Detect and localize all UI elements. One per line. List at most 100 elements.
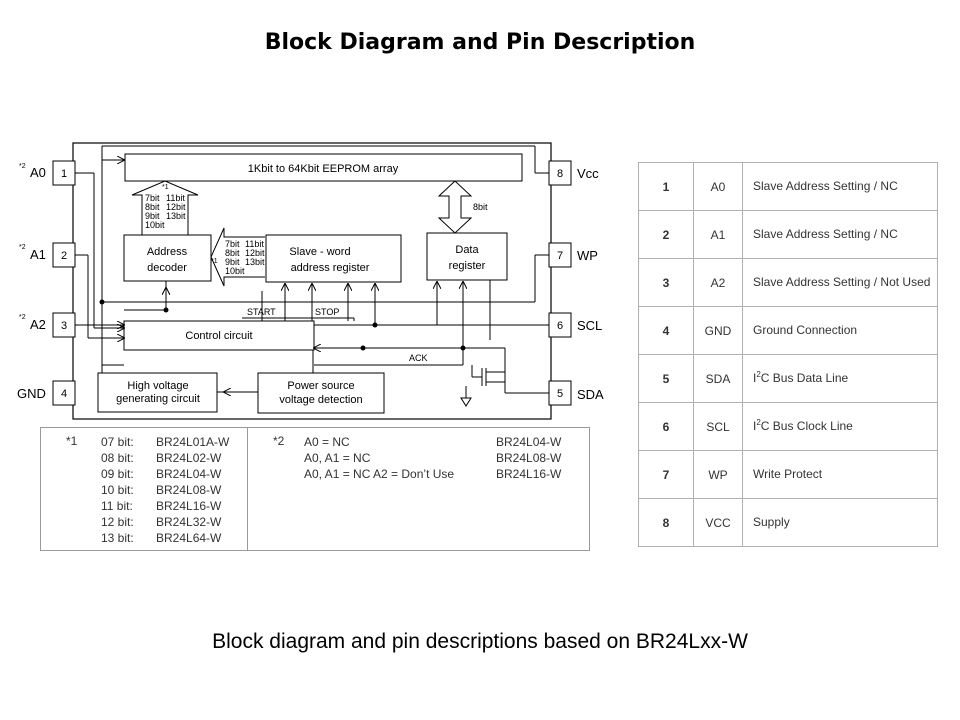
pin-name-a0: A0 — [30, 165, 46, 180]
slave-word-label-2: address register — [291, 262, 370, 274]
address-decoder-label-2: decoder — [147, 262, 187, 274]
control-circuit-block — [123, 320, 315, 351]
high-voltage-block — [97, 372, 218, 413]
note-mark-2: *2 — [273, 434, 285, 448]
pin-number-cell: 7 — [638, 450, 694, 499]
address-decoder-block — [123, 234, 212, 282]
note-bit: 08 bit: — [101, 451, 134, 465]
note-condition: A0, A1 = NC — [304, 451, 371, 465]
caption: Block diagram and pin descriptions based… — [212, 630, 748, 653]
pin-number-cell: 6 — [638, 402, 694, 451]
note-parts-column: BR24L01A-W BR24L02-W BR24L04-W BR24L08-W… — [156, 434, 246, 546]
desc-text: C Bus Data Line — [760, 371, 849, 385]
data-register-label-1: Data — [455, 244, 479, 256]
address-decoder-label-1: Address — [147, 246, 188, 258]
left-bits2-1: 11bit — [245, 239, 264, 249]
note-part: BR24L16-W — [156, 499, 222, 513]
pin-num-8: 8 — [557, 168, 563, 180]
address-bus-arrow — [131, 180, 199, 235]
pin-name-cell: A2 — [693, 258, 743, 307]
note-conditions-column: A0 = NC A0, A1 = NC A0, A1 = NC A2 = Don… — [304, 434, 494, 482]
note-mark-small: *1 — [162, 184, 169, 191]
pin-name-cell: A1 — [693, 210, 743, 259]
left-bits-3: 9bit — [225, 257, 240, 267]
pin-name-wp: WP — [577, 248, 598, 263]
note-condition: A0 = NC — [304, 435, 350, 449]
pin-num-6: 6 — [557, 320, 563, 332]
up-bits-1: 7bit — [145, 193, 160, 203]
notes-table: *1 07 bit: 08 bit: 09 bit: 10 bit: 11 bi… — [40, 427, 590, 551]
note-bits-column: 07 bit: 08 bit: 09 bit: 10 bit: 11 bit: … — [101, 434, 161, 546]
left-bits2-3: 13bit — [245, 257, 265, 267]
junction-dot — [372, 322, 378, 328]
left-bits-4: 10bit — [225, 266, 245, 276]
pin-num-4: 4 — [61, 388, 67, 400]
note-mark-1: *1 — [66, 434, 78, 448]
pin-mark-a0: *2 — [19, 163, 26, 170]
note-condition: A0, A1 = NC A2 = Don’t Use — [304, 467, 455, 481]
note-bit: 09 bit: — [101, 467, 134, 481]
desc-prefix: I — [753, 419, 757, 433]
up-bits2-3: 13bit — [166, 211, 186, 221]
pin-box-4 — [52, 380, 76, 406]
pin-name-cell: WP — [693, 450, 743, 499]
word-bus-arrow — [210, 227, 265, 287]
table-row: 2 A1 Slave Address Setting / NC — [638, 210, 938, 259]
junction-dot — [360, 345, 366, 351]
pin-num-1: 1 — [61, 168, 67, 180]
pin-num-7: 7 — [557, 250, 563, 262]
pin-desc-cell: Write Protect — [742, 450, 938, 499]
note-condition-parts-column: BR24L04-W BR24L08-W BR24L16-W — [496, 434, 586, 482]
table-row: 8 VCC Supply — [638, 498, 938, 547]
pin-desc-cell: Supply — [742, 498, 938, 547]
high-voltage-label-2: generating circuit — [116, 393, 200, 405]
pin-number-cell: 5 — [638, 354, 694, 403]
left-mark-small: *1 — [211, 258, 218, 265]
slave-word-register-block — [265, 234, 402, 283]
slave-word-label-1: Slave - word — [289, 246, 350, 258]
pin-name-sda: SDA — [577, 387, 604, 402]
table-row: 4 GND Ground Connection — [638, 306, 938, 355]
note-bit: 07 bit: — [101, 435, 134, 449]
pin-name-cell: SCL — [693, 402, 743, 451]
table-row: 6 SCL I2C Bus Clock Line — [638, 402, 938, 451]
pin-number-cell: 8 — [638, 498, 694, 547]
left-bits-1: 7bit — [225, 239, 240, 249]
junction-dot — [163, 307, 169, 313]
pin-name-scl: SCL — [577, 318, 602, 333]
table-row: 3 A2 Slave Address Setting / Not Used — [638, 258, 938, 307]
note-bit: 11 bit: — [101, 499, 133, 513]
junction-dot — [99, 299, 105, 305]
stop-label: STOP — [315, 307, 339, 317]
note-part: BR24L64-W — [156, 531, 222, 545]
table-row: 7 WP Write Protect — [638, 450, 938, 499]
pin-number-cell: 4 — [638, 306, 694, 355]
pin-desc-cell: Ground Connection — [742, 306, 938, 355]
pin-number-cell: 3 — [638, 258, 694, 307]
up-bits-2: 8bit — [145, 202, 160, 212]
up-bits2-2: 12bit — [166, 202, 186, 212]
high-voltage-label-1: High voltage — [127, 380, 188, 392]
chip-outline — [72, 142, 552, 420]
note-part: BR24L32-W — [156, 515, 222, 529]
up-bits-4: 10bit — [145, 220, 165, 230]
page-title: Block Diagram and Pin Description — [264, 30, 696, 55]
desc-text: C Bus Clock Line — [760, 419, 853, 433]
pin-num-3: 3 — [61, 320, 67, 332]
pin-mark-a1: *2 — [19, 244, 26, 251]
pin-num-5: 5 — [557, 388, 563, 400]
up-bits-3: 9bit — [145, 211, 160, 221]
note-condition-part: BR24L16-W — [496, 467, 562, 481]
up-bits2-1: 11bit — [166, 193, 185, 203]
eight-bit-label: 8bit — [473, 202, 488, 212]
pin-name-cell: GND — [693, 306, 743, 355]
eeprom-label: 1Kbit to 64Kbit EEPROM array — [248, 163, 399, 175]
pin-desc-cell: Slave Address Setting / NC — [742, 162, 938, 211]
notes-divider — [247, 428, 248, 550]
control-circuit-label: Control circuit — [185, 330, 252, 342]
power-source-label-2: voltage detection — [279, 394, 362, 406]
desc-superscript: 2 — [756, 418, 761, 427]
desc-prefix: I — [753, 371, 757, 385]
table-row: 5 SDA I2C Bus Data Line — [638, 354, 938, 403]
